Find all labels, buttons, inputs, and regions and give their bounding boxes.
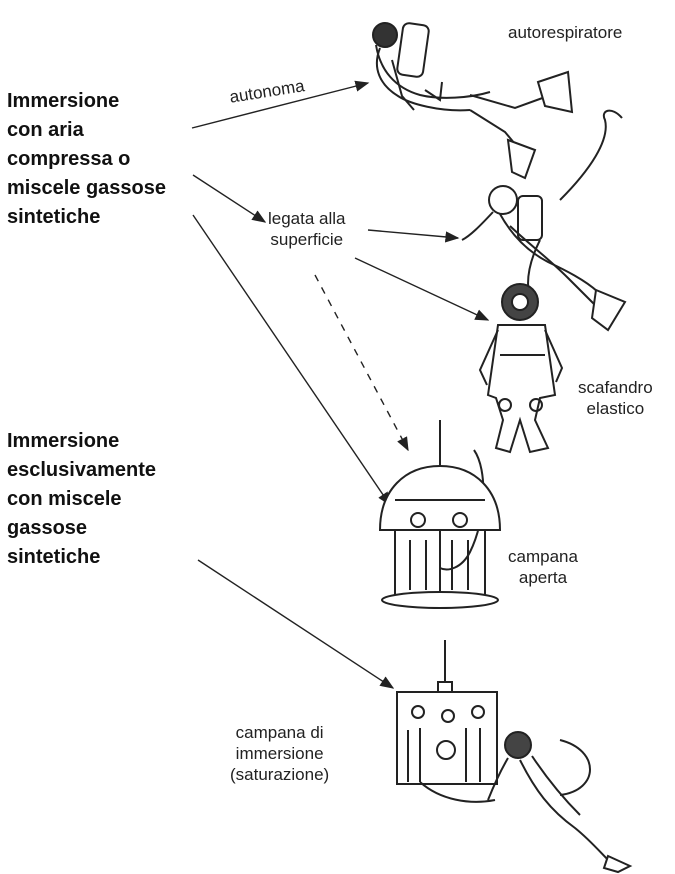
tethered-diver-icon — [461, 109, 627, 332]
saturation-bell-icon — [396, 640, 498, 803]
category-synthetic-only: Immersione esclusivamente con miscele ga… — [7, 430, 156, 568]
scuba-diver-icon — [372, 22, 574, 180]
arrow-autonoma — [191, 80, 370, 129]
label-campana-di-immersione: campana di immersione (saturazione) — [230, 723, 330, 784]
category-compressed-air: Immersione con aria compressa o miscele … — [7, 90, 166, 228]
arrow-legata-to-diver — [367, 229, 460, 243]
arrows — [191, 80, 490, 689]
bell-diver-icon — [487, 731, 633, 874]
helmet-diver-icon — [478, 283, 564, 454]
label-campana-aperta: campana aperta — [508, 547, 578, 587]
arrow-legata-to-scafandro — [354, 257, 490, 321]
arrow-to-legata — [192, 174, 267, 223]
label-legata-alla-superficie: legata alla superficie — [268, 209, 346, 249]
label-scafandro-elastico: scafandro elastico — [578, 378, 653, 418]
label-autorespiratore: autorespiratore — [508, 23, 623, 42]
arrow-to-saturation-bell — [197, 559, 395, 689]
open-bell-icon — [378, 420, 502, 609]
arrow-dashed-to-bell — [314, 274, 409, 452]
arrow-to-campana-aperta — [192, 214, 391, 507]
